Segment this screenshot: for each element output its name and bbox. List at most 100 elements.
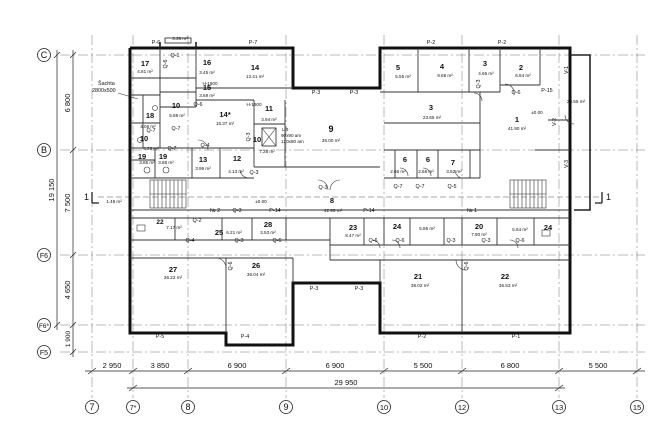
room-area: 5.64 m²: [512, 227, 528, 232]
column-axis-markers: 7 7* 8 9 10 12 13 15: [85, 400, 644, 414]
grid-label-8: 8: [185, 402, 190, 412]
shaft-label: Šachta: [98, 80, 115, 87]
mark-label: Q-6: [512, 90, 521, 96]
mark-label: P-3: [312, 90, 320, 96]
mark-label: P-7: [249, 40, 257, 46]
dim-left-1: 6 800: [63, 94, 72, 113]
room-number: 22: [156, 219, 164, 226]
grid-label-7s: 7*: [130, 405, 137, 412]
interior-partitions: [130, 48, 570, 333]
mark-label: P-5: [156, 334, 164, 340]
room-number: 4: [440, 62, 445, 71]
room-number: 2: [519, 63, 523, 72]
grid-label-15: 15: [633, 403, 641, 412]
grid-label-f6: F6: [40, 253, 48, 260]
room-number: 26: [252, 261, 260, 270]
room-labels: 17 4.81 m² 16 3.45 m² 15 3.69 m² 18 4.06…: [137, 58, 585, 288]
dim-bottom-6: 6 800: [501, 361, 520, 370]
row-axis-markers: C B F6 F6* F5: [37, 48, 51, 359]
mark-label: Q-6: [228, 262, 234, 271]
room-area: 5.86 m²: [419, 226, 435, 231]
dim-bottom-1: 2 950: [103, 361, 122, 370]
mark-label: P-1: [512, 334, 520, 340]
room-area: 5.88 m²: [169, 113, 185, 118]
mark-label: Q-6: [194, 102, 203, 108]
room-area: 41.90 m²: [508, 126, 527, 131]
mark-label: P-3: [350, 90, 358, 96]
mark-label: Q-4: [201, 143, 210, 149]
mark-label: Q-3: [319, 185, 328, 191]
mark-label: H-1600: [202, 81, 218, 86]
room-area: 29.55 m²: [567, 99, 586, 104]
room-number: 27: [169, 265, 177, 274]
lift-label: Lift: [282, 127, 289, 132]
room-area: 2.66 m²: [418, 169, 434, 174]
mark-label: P-4: [241, 334, 249, 340]
dim-left-total: 19 150: [47, 179, 56, 202]
room-area: 3.99 m²: [195, 166, 211, 171]
grid-label-9: 9: [283, 402, 288, 412]
mark-label: P-15: [541, 88, 552, 94]
grid-label-10: 10: [380, 403, 388, 412]
mark-label: P-3: [310, 286, 318, 292]
room-area: 7.28 m²: [259, 149, 275, 154]
grid-label-f6s: F6*: [39, 323, 50, 330]
mark-label: Q-6: [273, 238, 282, 244]
room-number: 24: [544, 223, 553, 232]
room-area: 5.55 m²: [395, 74, 411, 79]
room-number: 11: [265, 104, 273, 113]
room-number: 7: [451, 158, 455, 167]
dim-bottom-2: 3 850: [151, 361, 170, 370]
section-mark-left: 1: [84, 192, 89, 202]
room-area: 4.65 m²: [478, 71, 494, 76]
room-number: 9: [328, 124, 333, 134]
room-area: 3.94 m²: [261, 117, 277, 122]
mark-label: P-6: [152, 40, 160, 46]
dim-bottom-5: 5 500: [414, 361, 433, 370]
grid-label-b: B: [41, 145, 47, 155]
dim-left-2: 7 500: [63, 194, 72, 213]
mark-label: Q-6: [464, 262, 470, 271]
mark-label: Q-6: [516, 238, 525, 244]
room-area: 3.85 m²: [139, 160, 155, 165]
room-number: 23: [349, 223, 357, 232]
mark-label: Q-5: [448, 184, 457, 190]
mark-label: Q-3: [246, 133, 252, 142]
mark-label: № 2: [210, 208, 220, 214]
room-area: 15.37 m²: [216, 121, 235, 126]
mark-label: V-2: [552, 118, 558, 126]
mark-label: Q-6: [163, 60, 169, 69]
lift-size-1: 90x90 am: [281, 133, 301, 138]
dim-bottom-total: 29 950: [335, 378, 358, 387]
room-number: 1: [515, 115, 519, 124]
mark-label: H-1600: [246, 102, 262, 107]
room-number: 17: [141, 59, 149, 68]
room-area: 6.84 m²: [515, 73, 531, 78]
room-number: 8: [330, 196, 334, 205]
mark-label: Q-2: [193, 218, 202, 224]
mark-label: P-2: [498, 40, 506, 46]
room-number: 3: [483, 59, 487, 68]
mark-label: 1.48 m²: [106, 199, 122, 204]
mark-label: ±0.00: [255, 199, 267, 204]
room-area: 4.13 m²: [228, 169, 244, 174]
mark-label: Q-3: [476, 80, 482, 89]
room-number: 13: [199, 155, 207, 164]
bottom-dimensions: 2 950 3 850 6 900 6 900 5 500 6 800 5 50…: [85, 361, 645, 392]
room-number: 6: [403, 155, 407, 164]
dim-bottom-3: 6 900: [228, 361, 247, 370]
room-area: 38.02 m²: [411, 283, 430, 288]
room-area: 7.17 m²: [166, 225, 182, 230]
room-area: 23.65 m²: [423, 115, 442, 120]
mark-label: 3.36 m²: [172, 36, 188, 41]
shaft-size: 2800x500: [92, 88, 116, 94]
grid-label-12: 12: [458, 403, 466, 412]
grid-label-c: C: [41, 50, 48, 60]
grid-label-13: 13: [555, 403, 563, 412]
mark-label: P-14: [269, 208, 280, 214]
room-number: 21: [414, 272, 422, 281]
mark-label: Q-7: [168, 146, 177, 152]
room-area: 7.90 m²: [471, 232, 487, 237]
section-line: 1 1: [84, 192, 611, 204]
